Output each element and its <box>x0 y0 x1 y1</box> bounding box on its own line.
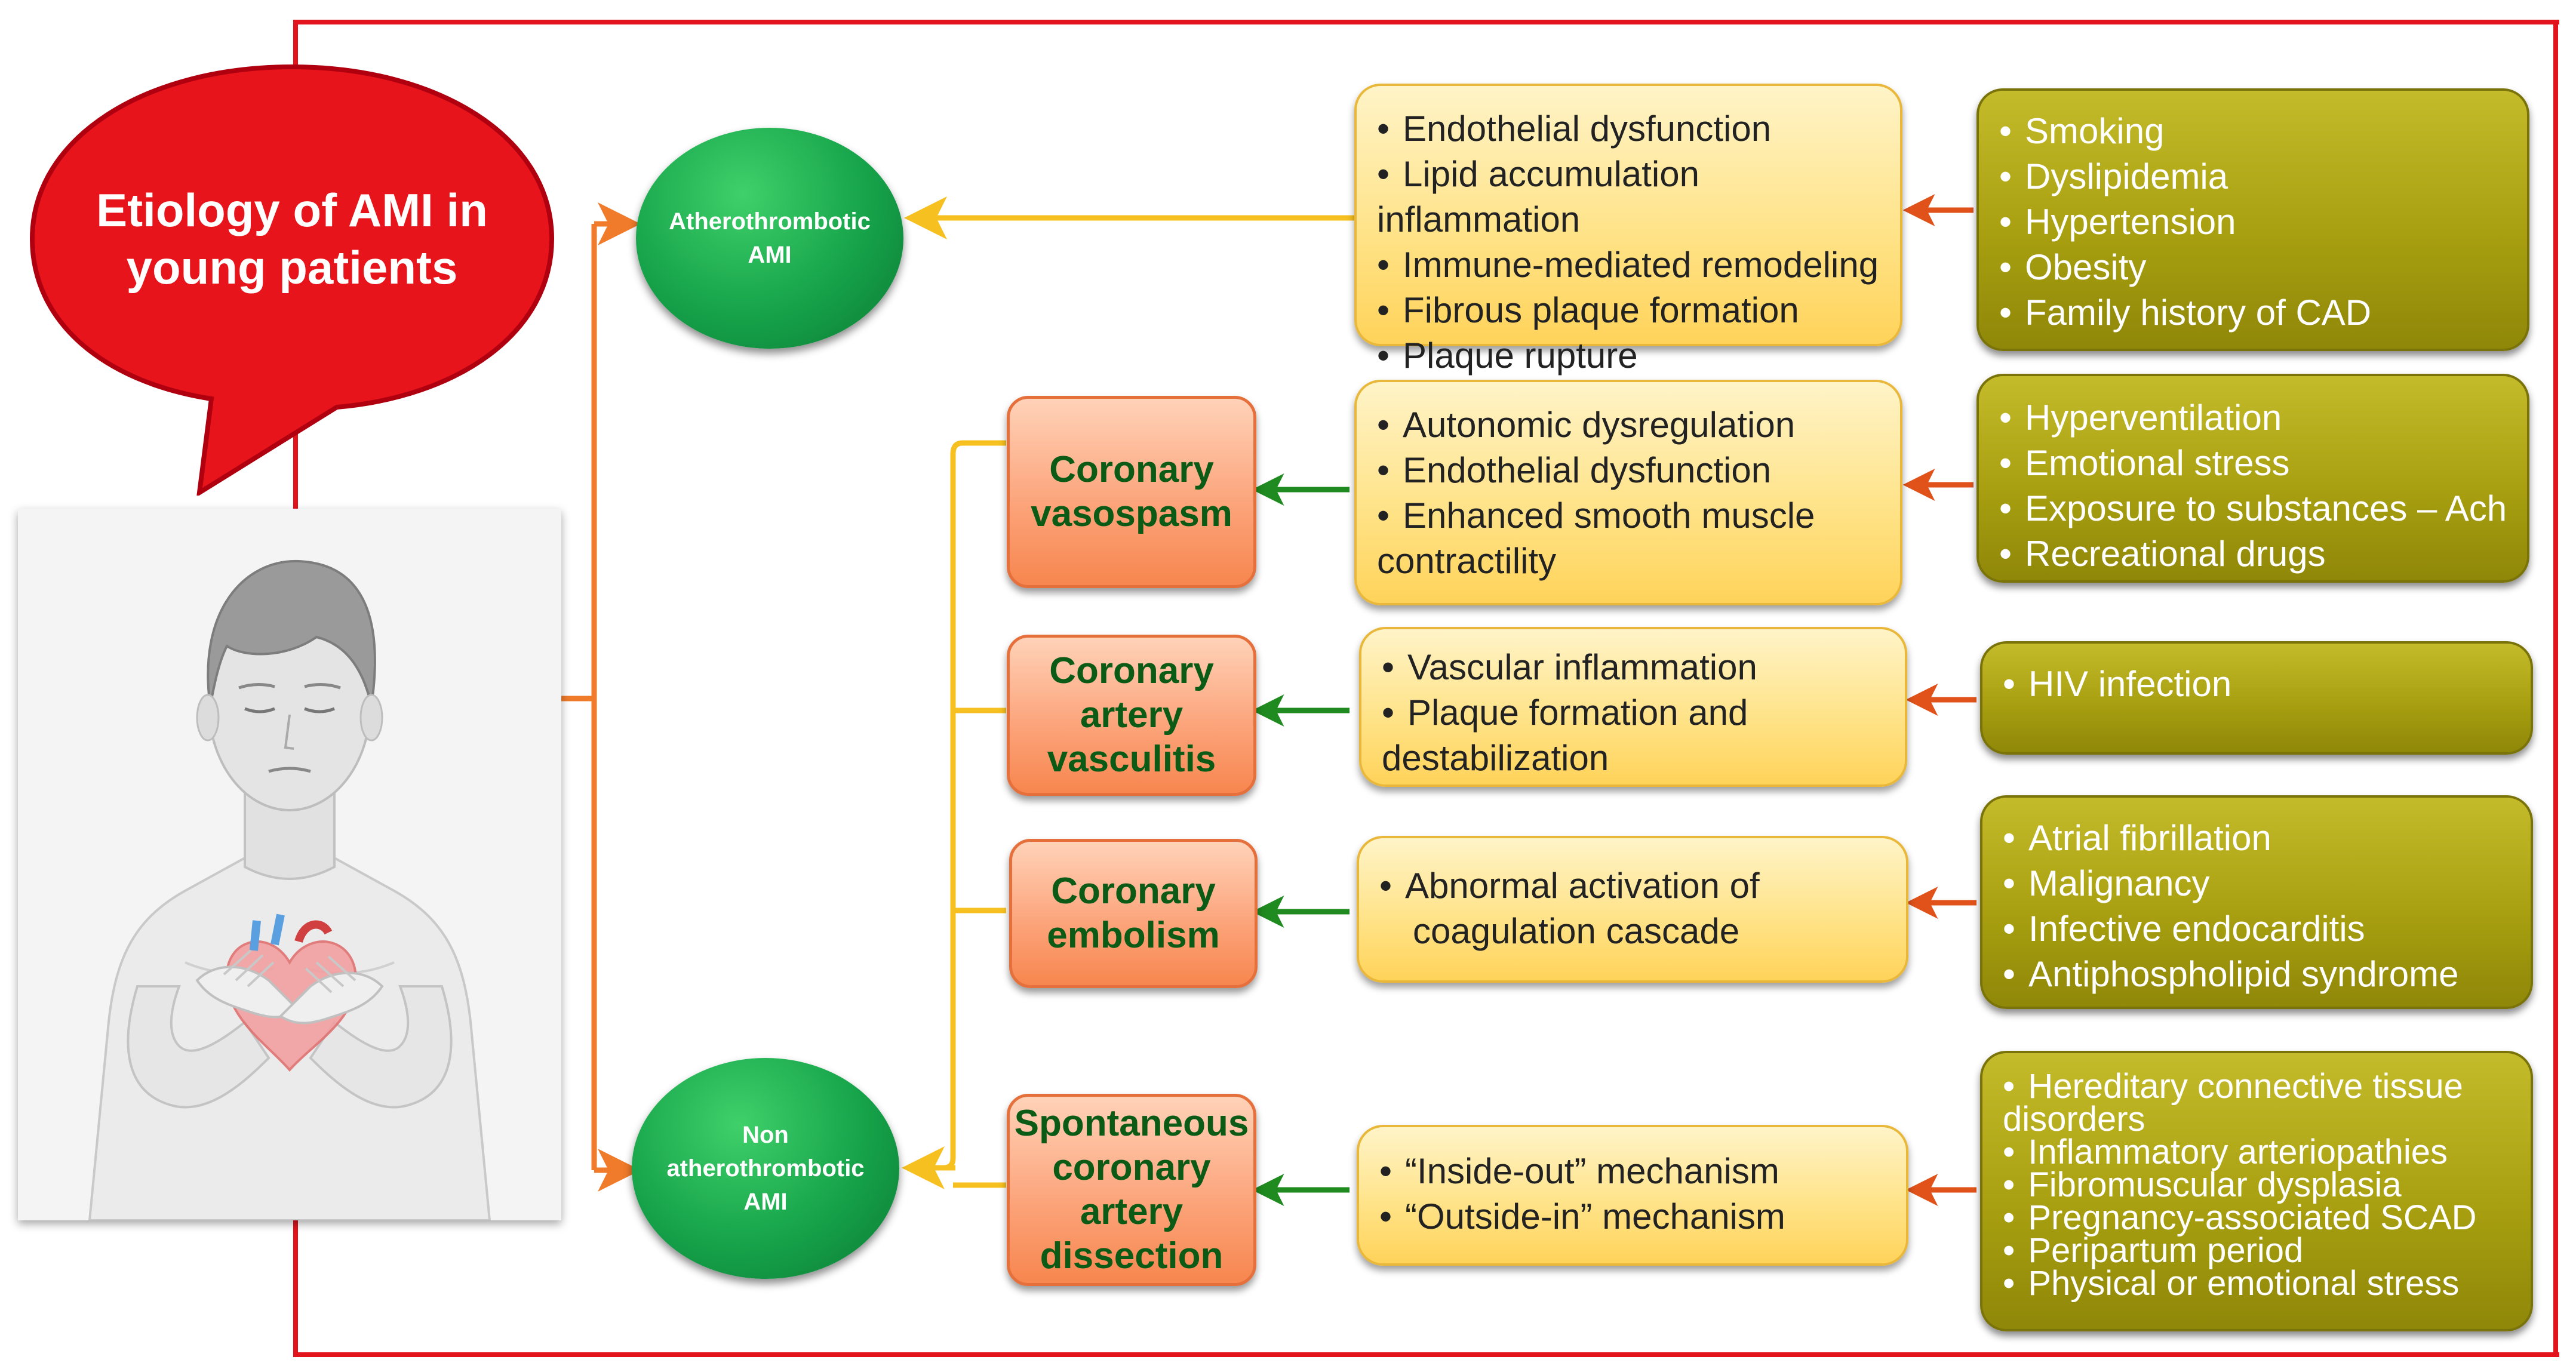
risk-factor-item: •Infective endocarditis <box>2003 909 2365 949</box>
pathway-item: •Plaque rupture <box>1377 336 1638 376</box>
coronary-vasospasm-label: Coronary vasospasm <box>1031 449 1232 534</box>
risk-factor-item: •Hyperventilation <box>1999 398 2282 438</box>
vasculitis-risk-factors-box: •HIV infection <box>1980 641 2533 755</box>
coronary-artery-vasculitis-label: Coronary artery vasculitis <box>1047 650 1216 780</box>
pathway-item: •Abnormal activation of <box>1379 866 1760 906</box>
coronary-embolism-box: Coronary embolism <box>1009 839 1258 988</box>
athero-pathways-box: •Endothelial dysfunction •Lipid accumula… <box>1354 84 1902 376</box>
orange-branch-arrows <box>561 202 641 1192</box>
person-chest-pain-icon <box>88 559 491 1220</box>
risk-factor-item: •HIV infection <box>2003 664 2232 704</box>
coronary-vasospasm-box: Coronary vasospasm <box>1007 396 1256 588</box>
pathway-item-continued: destabilization <box>1382 738 1609 778</box>
scad-label: Spontaneous coronary artery dissection <box>1014 1103 1249 1276</box>
embolism-risk-factors-box: •Atrial fibrillation •Malignancy •Infect… <box>1980 795 2533 1009</box>
coronary-embolism-label: Coronary embolism <box>1047 870 1220 956</box>
risk-factor-item: •Malignancy <box>2003 863 2210 903</box>
pathway-item: •“Outside-in” mechanism <box>1379 1196 1785 1236</box>
risk-factor-item: •Fibromuscular dysplasia <box>2003 1165 2402 1204</box>
pathway-item: •Endothelial dysfunction <box>1377 109 1772 149</box>
risk-factor-item: •Atrial fibrillation <box>2003 818 2271 858</box>
risk-factor-item: •Exposure to substances – Ach <box>1999 488 2507 528</box>
diagram-title: Etiology of AMI in young patients <box>96 184 488 294</box>
pathway-item: •Lipid accumulation inflammation <box>1377 154 1699 239</box>
pathway-item: •Plaque formation and <box>1382 693 1748 733</box>
risk-factor-item: •Recreational drugs <box>1999 534 2326 574</box>
red-arrows <box>1902 194 1976 1206</box>
non-atherothrombotic-ami-node: Non atherothrombotic AMI <box>632 1058 899 1279</box>
atherothrombotic-ami-label: Atherothrombotic AMI <box>669 208 871 268</box>
risk-factor-item: •Antiphospholipid syndrome <box>2003 954 2459 994</box>
risk-factor-item-continued: disorders <box>2003 1100 2145 1139</box>
scad-box: Spontaneous coronary artery dissection <box>1007 1094 1256 1286</box>
outer-frame-right <box>2553 20 2558 1357</box>
risk-factor-item: •Emotional stress <box>1999 443 2290 483</box>
pathway-item: •Fibrous plaque formation <box>1377 290 1799 330</box>
green-arrows <box>1252 473 1350 1206</box>
patient-illustration <box>18 509 561 1220</box>
pathway-item: coagulation cascade <box>1413 911 1740 951</box>
risk-factor-item: •Smoking <box>1999 111 2165 151</box>
coronary-artery-vasculitis-box: Coronary artery vasculitis <box>1007 635 1256 796</box>
pathway-item: •Immune-mediated remodeling <box>1377 245 1879 285</box>
vasculitis-pathways-box: •Vascular inflammation •Plaque formation… <box>1359 627 1907 787</box>
pathway-item: •“Inside-out” mechanism <box>1379 1151 1779 1191</box>
speech-bubble-icon <box>29 64 555 496</box>
pathway-item: •Vascular inflammation <box>1382 647 1757 687</box>
dissection-risk-factors-box: •Hereditary connective tissue disorders … <box>1980 1051 2533 1331</box>
title-speech-bubble: Etiology of AMI in young patients <box>26 60 558 496</box>
risk-factor-item: •Dyslipidemia <box>1999 156 2228 196</box>
pathway-item-continued: contractility <box>1377 541 1557 581</box>
risk-factor-item: •Hypertension <box>1999 202 2236 242</box>
risk-factor-item: •Family history of CAD <box>1999 293 2372 333</box>
atherothrombotic-ami-node: Atherothrombotic AMI <box>636 128 903 349</box>
risk-factor-item: •Physical or emotional stress <box>2003 1264 2460 1303</box>
vasospasm-pathways-box: •Autonomic dysregulation •Endothelial dy… <box>1354 380 1902 605</box>
risk-factor-item: •Hereditary connective tissue <box>2003 1067 2463 1106</box>
yellow-bracket-mechanisms <box>902 440 1006 1189</box>
dissection-pathways-box: •“Inside-out” mechanism •“Outside-in” me… <box>1357 1125 1908 1266</box>
pathway-item: •Autonomic dysregulation <box>1377 405 1796 445</box>
pathway-item: •Endothelial dysfunction <box>1377 450 1772 490</box>
vasospasm-risk-factors-box: •Hyperventilation •Emotional stress •Exp… <box>1976 374 2529 583</box>
risk-factor-item: •Obesity <box>1999 247 2147 287</box>
athero-risk-factors-box: •Smoking •Dyslipidemia •Hypertension •Ob… <box>1976 88 2529 351</box>
embolism-pathways-box: •Abnormal activation of coagulation casc… <box>1357 836 1908 983</box>
risk-factor-item: •Inflammatory arteriopathies <box>2003 1133 2448 1171</box>
non-atherothrombotic-ami-label: Non atherothrombotic AMI <box>666 1122 865 1215</box>
risk-factor-item: •Pregnancy-associated SCAD <box>2003 1198 2477 1237</box>
pathway-item: •Enhanced smooth muscle <box>1377 496 1815 536</box>
risk-factor-item: •Peripartum period <box>2003 1231 2304 1270</box>
